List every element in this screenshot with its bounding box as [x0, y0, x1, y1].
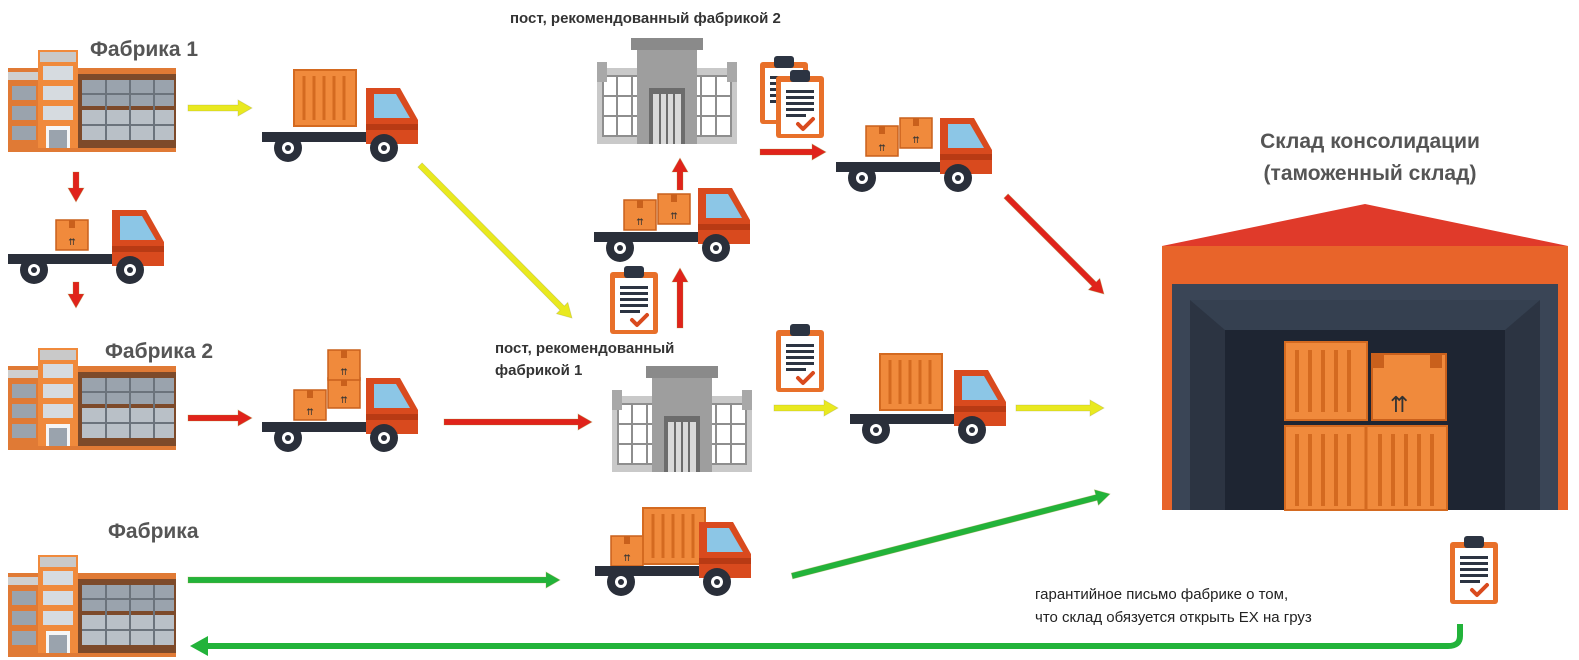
truck-small-box-icon [8, 210, 164, 284]
factory-3-label: Фабрика [108, 520, 199, 543]
post-2-label: пост, рекомендованный фабрикой 2 [510, 10, 781, 27]
arrow-guarantee-return-head [190, 636, 208, 656]
svg-text:⇈: ⇈ [1390, 393, 1408, 418]
truck-boxes-row2-icon [262, 349, 418, 452]
factory-2-label: Фабрика 2 [105, 340, 214, 363]
clipboard-post1-icon [774, 322, 826, 394]
arrow-truck-to-warehouse-green [790, 489, 1111, 580]
clipboard-guarantee-icon [1448, 534, 1500, 606]
truck-mixed-bottom-icon [595, 506, 751, 596]
warehouse-title: Склад консолидации (таможенный склад) [1230, 126, 1510, 190]
arrow-post1-to-truck [773, 399, 839, 417]
factory-3-icon [7, 554, 177, 658]
arrow-truck-to-warehouse-yellow [1015, 399, 1105, 417]
post-1-label-line2: фабрикой 1 [495, 362, 583, 379]
arrow-guarantee-return [206, 624, 1463, 649]
warehouse-title-line2: (таможенный склад) [1263, 162, 1477, 185]
customs-post-2-icon [596, 37, 738, 145]
arrow-truck-to-post1 [443, 413, 593, 431]
truck-container-row1-icon [262, 68, 418, 162]
guarantee-note: гарантийное письмо фабрике о том, что ск… [1035, 583, 1312, 629]
arrow-f3-to-truck [187, 571, 561, 589]
clipboard-post2-icon [774, 68, 826, 140]
arrow-up-to-truck [671, 267, 689, 329]
arrow-up-to-post2 [671, 157, 689, 191]
post-1-label-line1: пост, рекомендованный [495, 340, 675, 357]
clipboard-middle-icon [608, 264, 660, 336]
truck-boxes-middle-icon [594, 188, 750, 262]
customs-post-1-icon [611, 365, 753, 473]
factory-1-icon [7, 49, 177, 153]
flow-arrows [67, 99, 1463, 656]
truck-container-after-post1-icon [850, 352, 1006, 444]
arrow-post2-to-truck [759, 143, 827, 161]
arrow-f1-down-1 [67, 171, 85, 203]
arrow-row1-to-post1 [417, 162, 573, 319]
arrow-f1-down-2 [67, 281, 85, 309]
guarantee-note-line1: гарантийное письмо фабрике о том, [1035, 586, 1289, 603]
warehouse-title-line1: Склад консолидации [1260, 130, 1480, 153]
arrow-truck-to-warehouse-red [1003, 193, 1105, 295]
arrow-f2-to-truck [187, 409, 253, 427]
guarantee-note-line2: что склад обязуется открыть EX на груз [1035, 609, 1312, 626]
factory-1-label: Фабрика 1 [90, 38, 199, 61]
consolidation-warehouse-icon: ⇈ [1162, 204, 1568, 511]
arrow-f1-to-truck [187, 99, 253, 117]
truck-boxes-top-right-icon [836, 117, 992, 192]
